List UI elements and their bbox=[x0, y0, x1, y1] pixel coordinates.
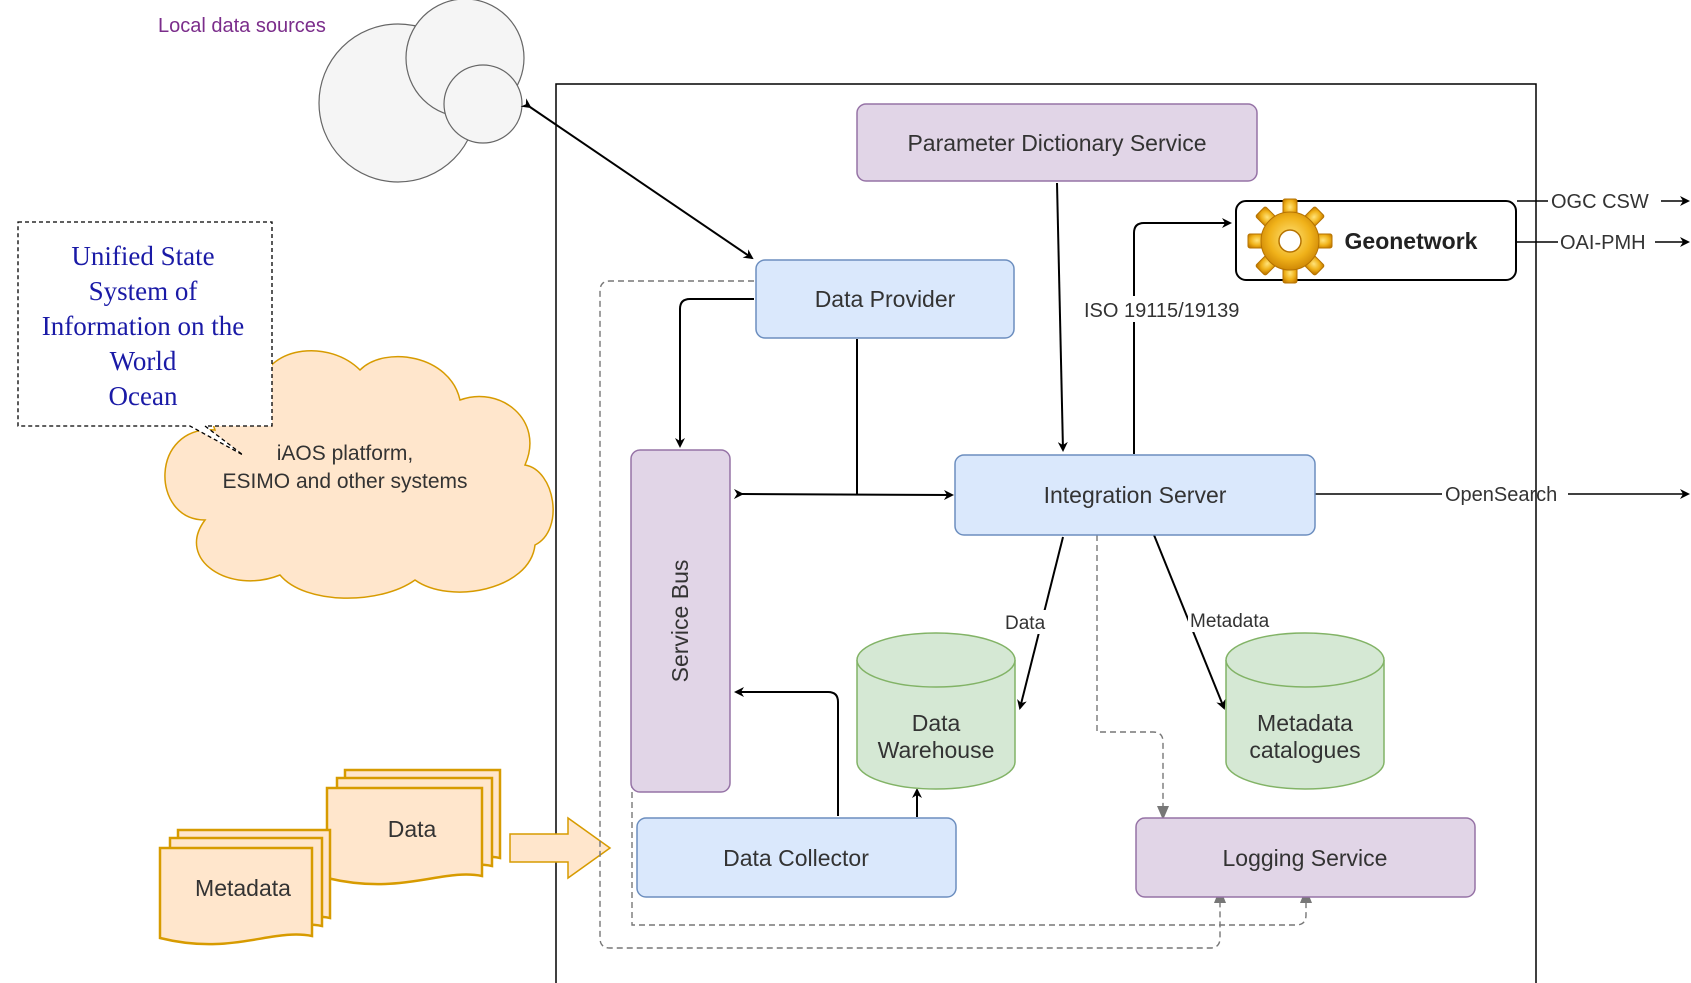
logging-service-label: Logging Service bbox=[1223, 845, 1388, 871]
parameter-dictionary-service-node[interactable]: Parameter Dictionary Service bbox=[856, 103, 1258, 182]
service-bus-box[interactable] bbox=[630, 449, 731, 793]
parameter-dictionary-label: Parameter Dictionary Service bbox=[907, 130, 1206, 156]
data-warehouse-top bbox=[856, 632, 1016, 688]
callout-line-1: Unified State bbox=[71, 241, 214, 271]
logging-service-node[interactable]: Logging Service bbox=[1135, 817, 1476, 898]
metadata-documents-label: Metadata bbox=[195, 875, 291, 901]
metadata-edge-label: Metadata bbox=[1190, 611, 1270, 632]
data-provider-box[interactable] bbox=[755, 259, 1015, 339]
outgoing-protocols bbox=[1315, 196, 1690, 499]
data-warehouse-body[interactable] bbox=[856, 660, 1016, 790]
data-documents-label: Data bbox=[388, 816, 437, 842]
callout-line-4: World bbox=[110, 346, 177, 376]
unified-state-system-callout: Unified State System of Information on t… bbox=[17, 221, 273, 456]
logging-arrowhead-3 bbox=[1157, 806, 1169, 820]
data-warehouse-label-line2: Warehouse bbox=[878, 737, 995, 763]
system-boundary bbox=[555, 83, 1537, 983]
metadata-catalogues-body[interactable] bbox=[1225, 660, 1385, 790]
opensearch-label: OpenSearch bbox=[1445, 484, 1557, 506]
edge-dictionary-integration bbox=[1056, 182, 1068, 452]
oai-pmh-label: OAI-PMH bbox=[1560, 232, 1646, 254]
dashed-integration-to-logging bbox=[1096, 535, 1164, 810]
data-doc-front bbox=[325, 786, 484, 886]
metadata-catalogues-label-line2: catalogues bbox=[1249, 737, 1360, 763]
callout-line-5: Ocean bbox=[109, 381, 178, 411]
ogc-csw-label: OGC CSW bbox=[1551, 191, 1649, 213]
edge-collector-bus bbox=[734, 687, 839, 816]
local-data-sources-group: Local data sources bbox=[158, 0, 525, 183]
data-provider-node[interactable]: Data Provider bbox=[755, 259, 1015, 339]
metadata-doc-front bbox=[158, 846, 314, 946]
iso-label-bg bbox=[1080, 296, 1258, 322]
data-edge-label-bg bbox=[1003, 610, 1053, 634]
logging-service-box[interactable] bbox=[1135, 817, 1476, 898]
iso-standard-label: ISO 19115/19139 bbox=[1084, 300, 1239, 322]
integration-server-box[interactable] bbox=[954, 454, 1316, 536]
service-bus-label: Service Bus bbox=[667, 560, 693, 683]
integration-server-node[interactable]: Integration Server bbox=[954, 454, 1316, 536]
parameter-dictionary-box[interactable] bbox=[856, 103, 1258, 182]
gear-icon bbox=[1247, 198, 1333, 284]
local-source-circle-small bbox=[443, 64, 523, 144]
metadata-catalogues-label-line1: Metadata bbox=[1257, 710, 1353, 736]
callout-shape bbox=[17, 221, 273, 456]
solid-connections bbox=[520, 98, 1232, 817]
metadata-catalogues-node[interactable]: Metadata catalogues bbox=[1225, 632, 1385, 790]
metadata-catalogues-top bbox=[1225, 632, 1385, 688]
input-flow-arrow bbox=[509, 816, 612, 880]
callout-line-3: Information on the bbox=[42, 311, 244, 341]
data-warehouse-node[interactable]: Data Warehouse bbox=[856, 632, 1016, 790]
edge-integration-geonetwork bbox=[1133, 218, 1232, 454]
data-provider-label: Data Provider bbox=[815, 286, 956, 312]
service-bus-node[interactable]: Service Bus bbox=[630, 449, 731, 793]
data-collector-node[interactable]: Data Collector bbox=[636, 817, 957, 898]
edge-labels: ISO 19115/19139 Data Metadata OGC CSW OA… bbox=[1003, 191, 1649, 634]
data-edge-label: Data bbox=[1005, 613, 1046, 634]
dashed-provider-to-logging bbox=[599, 280, 1221, 949]
callout-line-2: System of bbox=[89, 276, 198, 306]
metadata-documents-stack: Metadata bbox=[158, 828, 332, 946]
data-warehouse-label-line1: Data bbox=[912, 710, 961, 736]
edge-sources-provider bbox=[520, 98, 754, 260]
geonetwork-node[interactable]: Geonetwork bbox=[1235, 198, 1517, 284]
data-collector-box[interactable] bbox=[636, 817, 957, 898]
metadata-edge-label-bg bbox=[1188, 608, 1282, 632]
geonetwork-label: Geonetwork bbox=[1345, 228, 1478, 254]
local-data-sources-label: Local data sources bbox=[158, 15, 326, 37]
dashed-bus-to-logging bbox=[631, 682, 1307, 926]
integration-server-label: Integration Server bbox=[1044, 482, 1227, 508]
cloud-label-line2: ESIMO and other systems bbox=[222, 470, 467, 493]
edge-provider-bus bbox=[675, 298, 754, 448]
data-documents-stack: Data bbox=[325, 768, 502, 886]
cloud-label-line1: iAOS platform, bbox=[277, 442, 414, 465]
logging-dashed-connections bbox=[599, 280, 1307, 949]
data-collector-label: Data Collector bbox=[723, 845, 869, 871]
edge-bus-integration bbox=[733, 488, 954, 500]
